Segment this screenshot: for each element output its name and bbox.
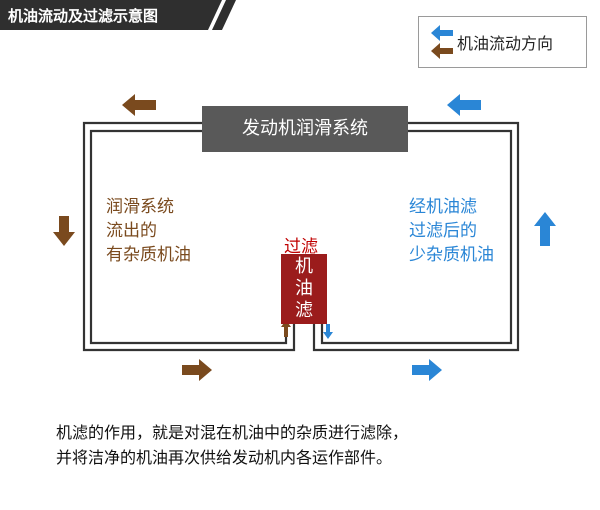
filter-char: 滤 (295, 300, 313, 321)
oil-filter-box: 机 油 滤 (281, 254, 327, 324)
left-text-line: 有杂质机油 (106, 245, 191, 265)
blue-arrow-right-icon (412, 359, 442, 381)
title-banner (0, 0, 236, 30)
filter-char: 油 (295, 278, 313, 299)
right-text-line: 少杂质机油 (409, 245, 494, 265)
diagram-title: 机油流动及过滤示意图 (8, 7, 159, 25)
right-description: 经机油滤 过滤后的 少杂质机油 (409, 195, 494, 267)
caption-line: 并将洁净的机油再次供给发动机内各运作部件。 (56, 448, 393, 467)
brown-arrow-right-icon (182, 359, 212, 381)
blue-arrow-down-small-icon (323, 324, 333, 339)
brown-arrow-left-icon (122, 94, 156, 116)
filter-char: 机 (295, 256, 313, 277)
right-pipe (312, 121, 520, 352)
left-text-line: 润滑系统 (106, 197, 174, 217)
left-text-line: 流出的 (106, 221, 157, 241)
system-label: 发动机润滑系统 (202, 106, 408, 152)
left-description: 润滑系统 流出的 有杂质机油 (106, 195, 191, 267)
brown-arrow-down-icon (53, 216, 75, 246)
brown-arrow-up-small-icon (281, 320, 291, 337)
legend: 机油流动方向 (418, 16, 587, 68)
bidirectional-arrows-icon (431, 25, 453, 59)
caption: 机滤的作用，就是对混在机油中的杂质进行滤除， 并将洁净的机油再次供给发动机内各运… (56, 420, 408, 470)
caption-line: 机滤的作用，就是对混在机油中的杂质进行滤除， (56, 423, 409, 442)
blue-arrow-up-icon (534, 212, 556, 246)
right-text-line: 经机油滤 (409, 197, 477, 217)
filter-label: 过滤 (284, 237, 318, 257)
blue-arrow-left-icon (447, 94, 481, 116)
right-text-line: 过滤后的 (409, 221, 477, 241)
legend-label: 机油流动方向 (457, 34, 554, 53)
